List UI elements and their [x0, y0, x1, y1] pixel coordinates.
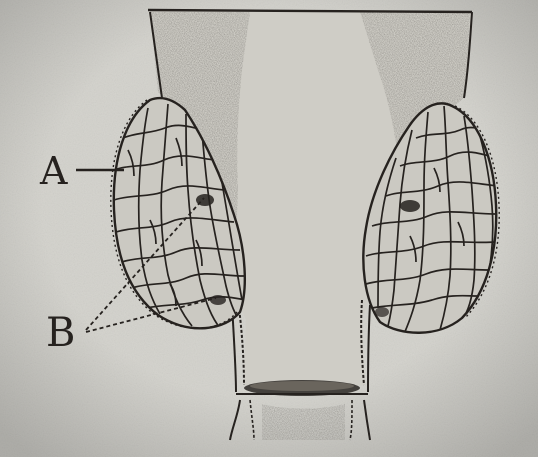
label-b: B [46, 310, 75, 356]
label-a: A [39, 149, 68, 193]
